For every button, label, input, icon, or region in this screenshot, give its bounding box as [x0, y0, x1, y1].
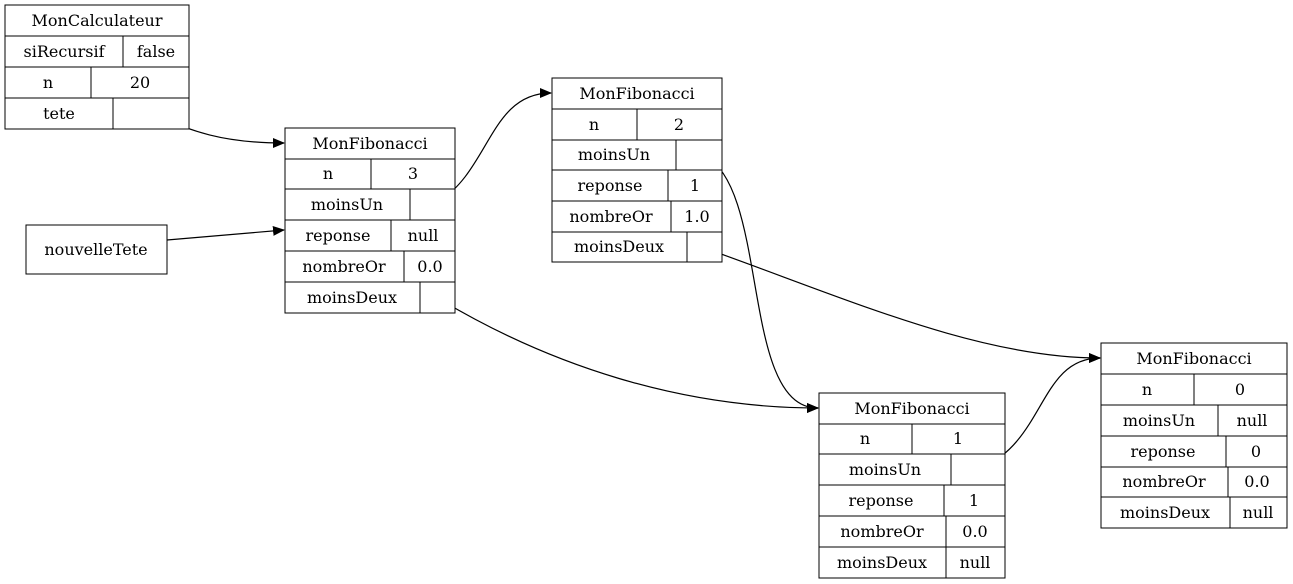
field-name: moinsDeux — [574, 237, 664, 256]
field-value: 0 — [1251, 442, 1261, 461]
field-pointer-cell — [686, 231, 723, 263]
field-value-cell — [90, 66, 190, 99]
field-name: tete — [43, 104, 75, 123]
field-value-cell — [1229, 496, 1288, 529]
node-monfibonacci-n2[interactable]: MonFibonacci n 2 moinsUn reponse 1 nombr… — [551, 77, 723, 263]
node-header — [284, 127, 456, 160]
field-name: moinsUn — [578, 145, 650, 164]
field-value: 20 — [130, 73, 150, 92]
field-value: null — [1243, 503, 1274, 522]
field-value-cell — [945, 546, 1006, 579]
field-name-cell — [551, 231, 688, 263]
node-box — [25, 224, 168, 275]
field-name: moinsDeux — [307, 288, 397, 307]
field-name: n — [589, 115, 599, 134]
field-value: 2 — [674, 115, 684, 134]
node-moncalculateur[interactable]: MonCalculateur siRecursif false n 20 tet… — [4, 4, 190, 130]
field-value: 0.0 — [962, 522, 987, 541]
field-value: 0 — [1235, 380, 1245, 399]
field-value: 1 — [690, 176, 700, 195]
node-monfibonacci-n0[interactable]: MonFibonacci n 0 moinsUn null reponse 0 … — [1100, 342, 1288, 529]
field-value: 1.0 — [684, 207, 709, 226]
field-name-cell — [818, 546, 947, 579]
field-name: nombreOr — [1122, 472, 1206, 491]
field-value: 0.0 — [1244, 472, 1269, 491]
node-title: MonFibonacci — [579, 84, 694, 103]
node-title: MonCalculateur — [32, 11, 163, 30]
field-name: moinsUn — [1123, 411, 1195, 430]
field-name: nombreOr — [302, 257, 386, 276]
field-value-cell — [390, 219, 456, 252]
field-value: 0.0 — [417, 257, 442, 276]
field-name: n — [323, 164, 333, 183]
node-title: MonFibonacci — [312, 134, 427, 153]
field-value: 3 — [408, 164, 418, 183]
node-title: MonFibonacci — [854, 399, 969, 418]
node-header — [4, 4, 190, 37]
field-value-cell — [911, 423, 1006, 455]
field-value-cell — [1193, 373, 1288, 406]
field-name: n — [1142, 380, 1152, 399]
node-nouvelletete[interactable]: nouvelleTete — [25, 224, 168, 275]
field-value-cell — [636, 108, 723, 141]
field-pointer-cell — [675, 139, 723, 171]
field-name: reponse — [849, 491, 914, 510]
edge-fib2-moinsdeux-to-fib0 — [709, 249, 1101, 363]
field-value: 1 — [969, 491, 979, 510]
node-header — [818, 392, 1006, 425]
edge-fib3-moinsdeux-to-fib1 — [440, 299, 819, 413]
field-name: moinsDeux — [1120, 503, 1210, 522]
field-name-cell — [4, 97, 114, 130]
node-header — [551, 77, 723, 110]
field-pointer-cell — [950, 453, 1006, 486]
node-monfibonacci-n1[interactable]: MonFibonacci n 1 moinsUn reponse 1 nombr… — [818, 392, 1006, 579]
field-name-cell — [1100, 435, 1227, 468]
field-pointer-cell — [409, 188, 456, 221]
field-value-cell — [943, 484, 1006, 517]
node-title: MonFibonacci — [1136, 349, 1251, 368]
field-name-cell — [1100, 496, 1231, 529]
field-value-cell — [667, 169, 723, 202]
node-monfibonacci-n3[interactable]: MonFibonacci n 3 moinsUn reponse null no… — [284, 127, 456, 314]
field-value: null — [1237, 411, 1268, 430]
field-name-cell — [284, 188, 411, 221]
field-name: moinsDeux — [837, 553, 927, 572]
field-name-cell — [1100, 373, 1195, 406]
field-name: nombreOr — [569, 207, 653, 226]
field-name: reponse — [306, 226, 371, 245]
field-value-cell — [1225, 435, 1288, 468]
node-label: nouvelleTete — [44, 240, 147, 259]
field-value-cell — [122, 35, 190, 68]
field-value: null — [960, 553, 991, 572]
field-name-cell — [284, 158, 372, 190]
field-value: null — [408, 226, 439, 245]
field-name-cell — [818, 515, 947, 548]
field-name: moinsUn — [311, 195, 383, 214]
field-name: nombreOr — [840, 522, 924, 541]
field-value: false — [137, 42, 175, 61]
edge-nouvelletete-to-fib3 — [166, 225, 285, 241]
field-name-cell — [551, 169, 669, 202]
field-name-cell — [284, 281, 421, 314]
field-name: reponse — [1131, 442, 1196, 461]
node-header — [1100, 342, 1288, 375]
field-pointer-cell — [419, 281, 456, 314]
field-name: siRecursif — [23, 42, 105, 61]
field-pointer-cell — [112, 97, 190, 130]
field-name: n — [43, 73, 53, 92]
field-value-cell — [403, 250, 456, 283]
field-value-cell — [1227, 466, 1288, 498]
field-name: reponse — [578, 176, 643, 195]
field-value-cell — [670, 200, 723, 233]
field-value: 1 — [953, 429, 963, 448]
field-name: n — [860, 429, 870, 448]
field-name-cell — [551, 200, 672, 233]
edge-fib2-moinsun-to-fib1 — [704, 155, 819, 413]
field-name: moinsUn — [849, 460, 921, 479]
